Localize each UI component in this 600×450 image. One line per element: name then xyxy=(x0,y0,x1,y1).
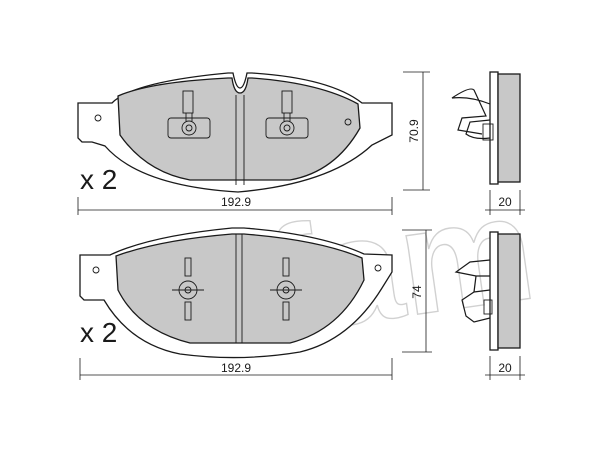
top-height-dimension xyxy=(403,71,430,191)
top-clip-right xyxy=(265,90,309,139)
bottom-pad-rear-view xyxy=(79,227,393,359)
bottom-hole-right xyxy=(374,264,382,272)
bottom-width-label: 192.9 xyxy=(221,361,251,375)
top-width-dimension xyxy=(77,197,393,215)
bottom-thickness-label: 20 xyxy=(498,361,512,375)
bottom-clip-right xyxy=(270,257,302,321)
bottom-clip-left xyxy=(172,257,204,321)
bottom-thickness-dimension xyxy=(485,356,525,380)
top-quantity-label: x 2 xyxy=(80,164,117,195)
top-hole-right xyxy=(344,118,352,126)
top-pad-front-view xyxy=(77,72,393,193)
top-width-label: 192.9 xyxy=(221,195,251,209)
bottom-friction-material xyxy=(115,233,365,344)
top-friction-material xyxy=(117,77,361,181)
bottom-pad-side-view xyxy=(454,231,521,351)
bottom-quantity-label: x 2 xyxy=(80,317,117,348)
top-thickness-label: 20 xyxy=(498,195,512,209)
bottom-hole-left xyxy=(92,266,100,274)
bottom-height-label: 74 xyxy=(410,285,424,299)
top-thickness-dimension xyxy=(485,190,525,215)
bottom-height-dimension xyxy=(402,229,432,353)
top-clip-left xyxy=(167,90,211,139)
top-pad-side-view xyxy=(451,71,521,185)
bottom-width-dimension xyxy=(79,358,393,380)
top-hole-left xyxy=(94,114,102,122)
top-height-label: 70.9 xyxy=(407,119,421,143)
